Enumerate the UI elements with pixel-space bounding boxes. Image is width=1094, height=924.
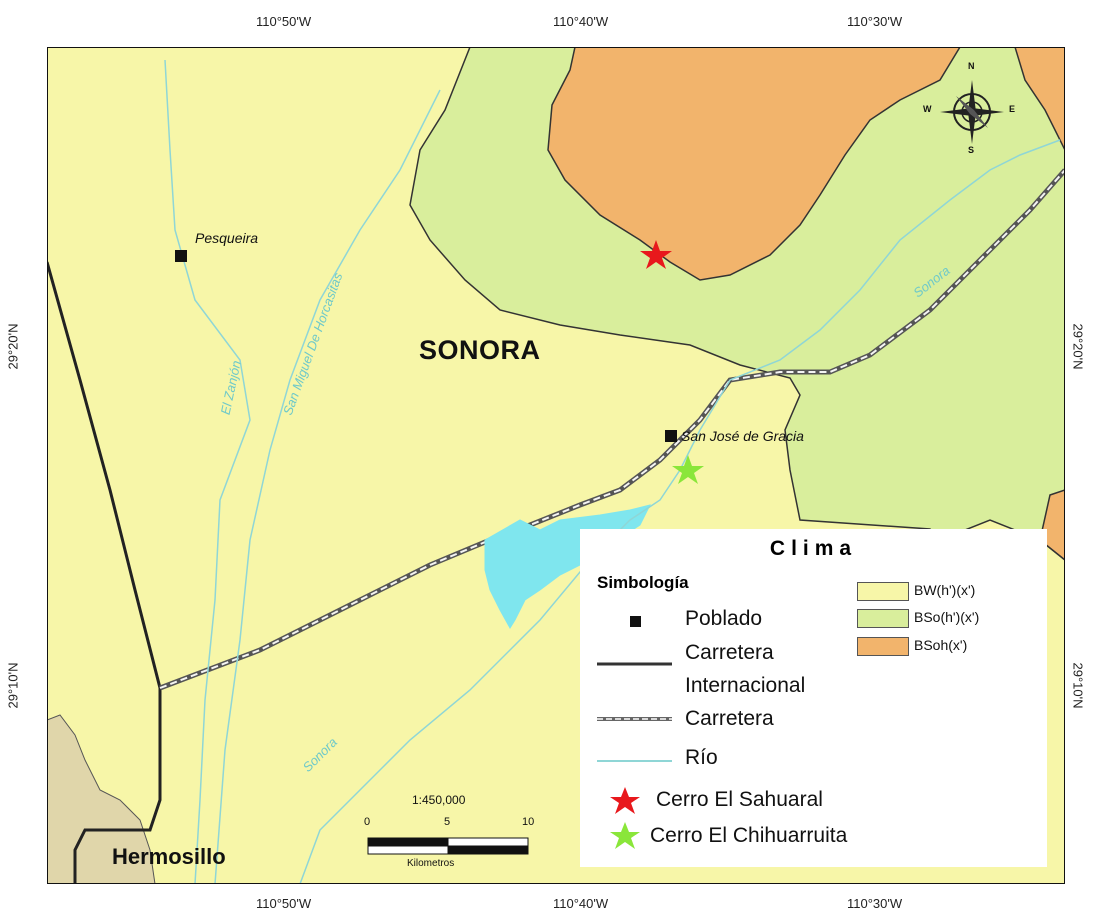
symbology-title: Simbología xyxy=(597,573,689,592)
legend-carretera-int-2: Internacional xyxy=(685,674,806,697)
chihuarruita-star xyxy=(672,455,704,484)
legend-poblado: Poblado xyxy=(685,607,763,630)
legend-title: Clima xyxy=(769,537,858,560)
compass-n: N xyxy=(968,61,975,71)
swatch-bso xyxy=(857,609,909,628)
compass-w: W xyxy=(923,104,932,114)
coord-top-3: 110°30'W xyxy=(847,14,903,29)
pesqueira-marker xyxy=(175,250,187,262)
scale-tick-0: 0 xyxy=(364,816,371,828)
sahuaral-star xyxy=(640,240,672,269)
coord-left-1: 29°20'N xyxy=(5,323,21,370)
legend-sahuaral: Cerro El Sahuaral xyxy=(656,788,823,811)
map-canvas xyxy=(47,47,1065,884)
coord-left-2: 29°10'N xyxy=(5,662,21,709)
scale-tick-5: 5 xyxy=(444,816,451,828)
urban-area xyxy=(47,714,156,884)
state-label: SONORA xyxy=(419,335,541,365)
scale-bar-seg2 xyxy=(447,837,529,847)
pesqueira-label: Pesqueira xyxy=(195,230,259,246)
legend-carretera-int-1: Carretera xyxy=(685,641,774,664)
coord-right-2: 29°10'N xyxy=(1070,662,1086,709)
compass-e: E xyxy=(1009,104,1016,114)
legend-rio: Río xyxy=(685,746,718,769)
compass-s: S xyxy=(968,145,975,155)
compass-rose xyxy=(940,80,1004,144)
swatch-bw xyxy=(857,582,909,601)
international-road xyxy=(47,261,162,884)
climate-label-bw: BW(h')(x') xyxy=(914,582,976,598)
scale-bar-seg1 xyxy=(367,837,449,847)
scale-unit: Kilometros xyxy=(407,858,455,869)
legend-chihuarruita: Cerro El Chihuarruita xyxy=(650,824,848,847)
climate-bsoh-region xyxy=(547,47,961,281)
san-jose-label: San José de Gracia xyxy=(681,428,804,444)
san-jose-marker xyxy=(665,430,677,442)
coord-bottom-2: 110°40'W xyxy=(553,896,609,911)
legend-box: Clima Simbología Poblado Carretera Inter… xyxy=(580,529,1047,867)
climate-label-bsoh: BSoh(x') xyxy=(914,637,968,653)
coord-top-2: 110°40'W xyxy=(553,14,609,29)
poblado-symbol-icon xyxy=(630,616,641,627)
scale-tick-10: 10 xyxy=(522,816,535,828)
coord-top-1: 110°50'W xyxy=(256,14,312,29)
coord-bottom-3: 110°30'W xyxy=(847,896,903,911)
chihuarruita-symbol-icon xyxy=(610,822,640,849)
sahuaral-symbol-icon xyxy=(610,787,640,814)
coord-bottom-1: 110°50'W xyxy=(256,896,312,911)
climate-label-bso: BSo(h')(x') xyxy=(914,609,980,625)
climate-bsoh-region-edge xyxy=(1014,47,1065,151)
swatch-bsoh xyxy=(857,637,909,656)
coord-right-1: 29°20'N xyxy=(1070,323,1086,370)
river-sonora xyxy=(299,139,1061,884)
highway xyxy=(159,168,1065,691)
map-area[interactable]: Pesqueira San José de Gracia SONORA Herm… xyxy=(47,47,1065,884)
river-zanjon xyxy=(164,59,251,884)
scale-bar-seg3 xyxy=(367,845,449,855)
hermosillo-label: Hermosillo xyxy=(112,844,226,869)
legend-symbols xyxy=(597,616,672,849)
scale-ratio: 1:450,000 xyxy=(412,793,466,807)
scale-bar-seg4 xyxy=(447,845,529,855)
legend-carretera: Carretera xyxy=(685,707,774,730)
river-san-miguel xyxy=(214,89,441,884)
